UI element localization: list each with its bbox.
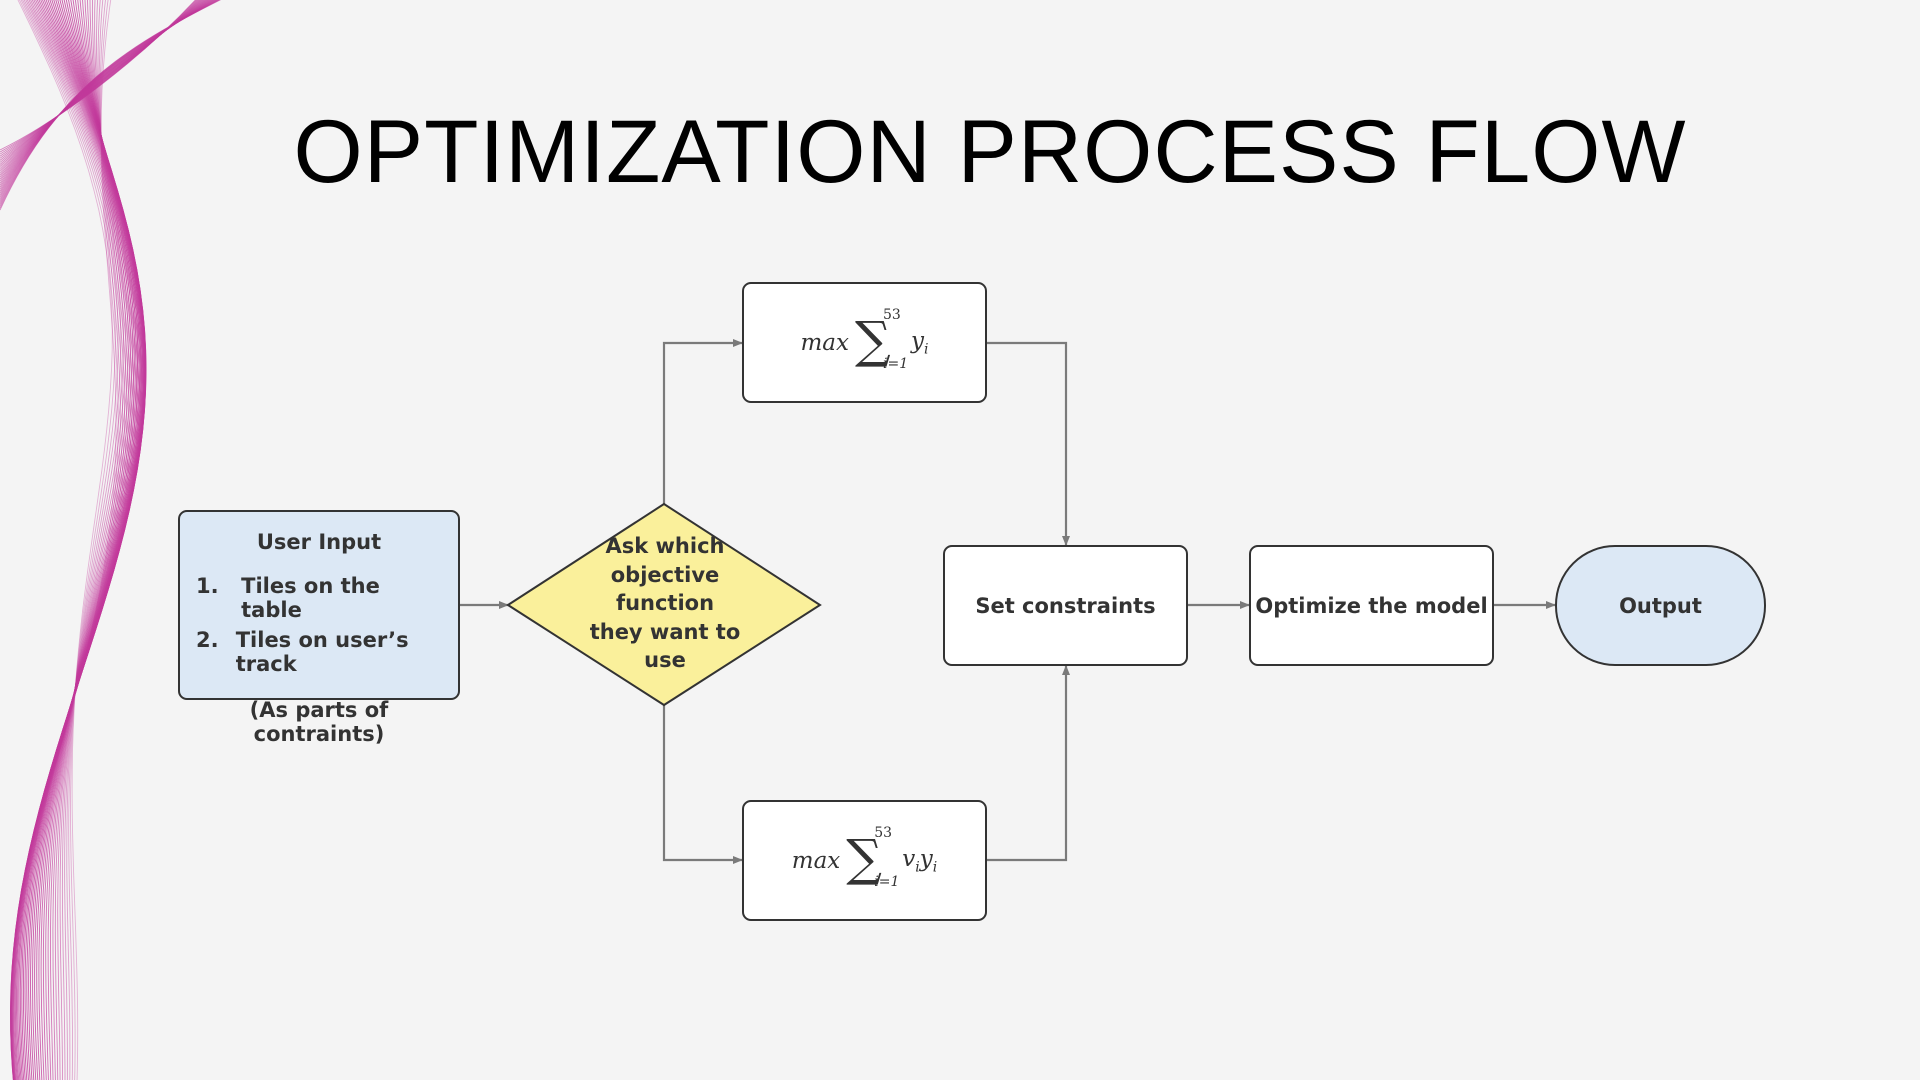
term-var: y — [911, 327, 924, 354]
connector-decision-to-top-formula — [662, 339, 743, 504]
connector-top-formula-to-constraints — [987, 341, 1070, 546]
objective-sum-y-box: max ∑ 53 i=1 yi — [742, 282, 987, 403]
summation: ∑ 53 i=1 — [853, 307, 911, 373]
term-subscript: i — [924, 341, 929, 358]
wave-line — [12, 0, 117, 1080]
wave-line — [28, 0, 131, 1080]
decision-line: use — [644, 648, 686, 672]
decorative-wave-lines — [0, 0, 222, 1080]
sigma-symbol: ∑ — [855, 310, 891, 369]
user-input-box: User Input 1. Tiles on the table 2. Tile… — [178, 510, 460, 746]
formula-term: yi — [920, 846, 937, 876]
formula-term: yi — [911, 328, 928, 358]
formula-max: max — [800, 329, 850, 356]
objective-formula: max ∑ 53 i=1 vi yi — [791, 825, 937, 891]
wave-line — [0, 0, 222, 211]
user-input-heading: User Input — [256, 530, 382, 554]
objective-formula: max ∑ 53 i=1 yi — [800, 307, 929, 373]
decision-line: function — [615, 591, 715, 615]
coef-var: v — [902, 845, 916, 872]
decision-diamond — [506, 502, 822, 707]
sum-upper-limit: 53 — [874, 824, 893, 841]
decision-line: objective — [610, 562, 720, 587]
optimize-model-box: Optimize the model — [1249, 545, 1494, 666]
list-number: 1. — [196, 574, 219, 598]
formula-coefficient: vi — [902, 846, 919, 876]
user-input-item: 2. Tiles on user’s track — [194, 628, 444, 676]
decision-line: they want to — [589, 619, 741, 644]
set-constraints-box: Set constraints — [943, 545, 1188, 666]
page-title: OPTIMIZATION PROCESS FLOW — [293, 101, 1687, 201]
term-var: y — [919, 845, 933, 872]
wave-line — [26, 0, 129, 1080]
connector-bottom-formula-to-constraints — [987, 665, 1070, 862]
connector-decision-to-bottom-formula — [662, 705, 743, 864]
wave-line — [17, 0, 113, 1080]
sigma-symbol: ∑ — [846, 828, 882, 887]
sum-upper-limit: 53 — [883, 306, 901, 323]
wave-line — [25, 0, 127, 1080]
user-input-item: 1. Tiles on the table — [194, 574, 444, 622]
wave-line — [11, 0, 121, 1080]
formula-max: max — [791, 847, 841, 874]
term-subscript: i — [932, 859, 938, 876]
wave-line — [19, 0, 116, 1080]
decision-label: Ask which objective function they want t… — [560, 532, 770, 675]
output-terminal: Output — [1555, 545, 1766, 666]
sum-lower-limit: i=1 — [874, 873, 900, 890]
wave-line — [22, 0, 122, 1080]
wave-line — [10, 0, 127, 1080]
user-input-note: (As parts of contraints) — [249, 698, 389, 746]
coef-subscript: i — [915, 859, 920, 876]
wave-line — [10, 0, 126, 1080]
list-item-text: Tiles on user’s track — [235, 628, 409, 676]
wave-line — [11, 0, 119, 1080]
wave-line — [23, 0, 124, 1080]
sum-lower-limit: i=1 — [883, 355, 909, 372]
wave-line — [30, 0, 133, 1080]
decision-line: Ask which — [605, 534, 725, 558]
list-item-text: Tiles on the table — [241, 574, 380, 622]
wave-line — [20, 0, 119, 1080]
summation: ∑ 53 i=1 — [844, 825, 902, 891]
objective-sum-vy-box: max ∑ 53 i=1 vi yi — [742, 800, 987, 921]
list-number: 2. — [196, 628, 219, 652]
wave-line — [10, 0, 123, 1080]
